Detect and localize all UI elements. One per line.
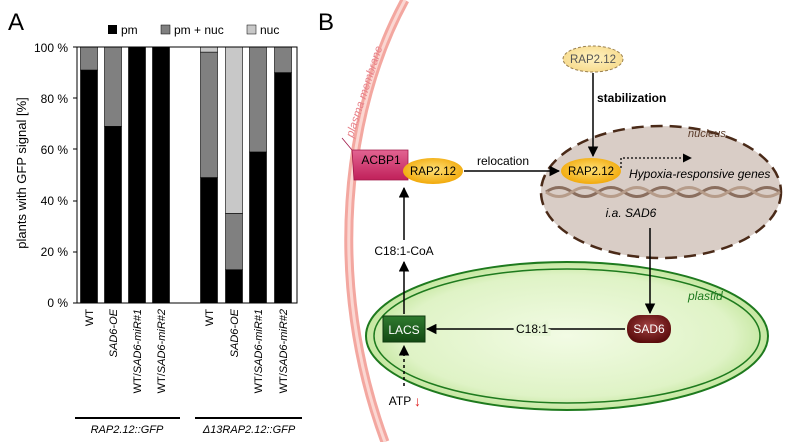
bar-segment-pm <box>104 126 122 304</box>
bar-segment-pm-nuc <box>274 46 292 73</box>
lacs-label: LACS <box>388 323 419 337</box>
dna-helix <box>545 186 781 198</box>
x-tick-labels: WT SAD6-OE WT/SAD6-miR#1 WT/SAD6-miR#2 WT SAD… <box>84 308 290 393</box>
bar-segment-nuc <box>200 46 218 53</box>
rap212-free-label: RAP2.12 <box>570 54 616 66</box>
transcription-arrow <box>620 153 692 168</box>
bar-segment-pm <box>80 69 98 304</box>
bar-segment-pm-nuc <box>225 213 243 271</box>
plot-frame <box>76 46 298 304</box>
bar-segment-pm-nuc <box>249 46 267 153</box>
bar-segment-pm <box>128 46 146 304</box>
x-tick-label: WT/SAD6-miR#2 <box>156 309 168 393</box>
x-tick-label: WT/SAD6-miR#1 <box>132 309 144 393</box>
y-tick-label: 60 % <box>41 143 69 157</box>
plastid-label: plastid <box>687 289 723 303</box>
legend-label-nuc: nuc <box>260 23 279 37</box>
x-tick-label: WT/SAD6-miR#1 <box>253 309 265 393</box>
bar-segment-nuc <box>225 46 243 214</box>
y-tick-label: 80 % <box>41 92 69 106</box>
panel-b: B plasma membrane nucleus plastid ACBP1 … <box>318 0 783 442</box>
stabilization-label: stabilization <box>597 91 666 105</box>
panel-a: A pm pm + nuc nuc plants with GFP signal… <box>8 9 302 436</box>
chart-bars <box>80 46 292 304</box>
nucleus-label: nucleus <box>688 128 726 140</box>
x-tick-label: SAD6-OE <box>229 308 241 357</box>
bar-segment-pm-nuc <box>104 46 122 127</box>
bar-segment-pm-nuc <box>200 51 218 178</box>
rap212-nuclear <box>561 158 621 184</box>
rap212-free <box>562 45 624 73</box>
x-tick-label: SAD6-OE <box>108 308 120 357</box>
bar-segment-pm <box>274 72 292 304</box>
rap212-membrane <box>403 158 463 184</box>
y-tick-label: 0 % <box>47 296 68 310</box>
sad6-label: SAD6 <box>633 322 665 336</box>
y-axis-label: plants with GFP signal [%] <box>14 97 29 249</box>
bar-segment-pm <box>249 151 267 304</box>
chart-legend: pm pm + nuc nuc <box>108 23 279 37</box>
hypoxia-genes-label: Hypoxia-responsive genes <box>629 167 770 181</box>
panel-a-letter: A <box>8 9 24 36</box>
atp-decrease-icon: ↓ <box>414 393 421 409</box>
x-tick-label: WT <box>204 309 216 326</box>
group-label-delta: Δ13RAP2.12::GFP <box>202 424 296 436</box>
bar-segment-pm <box>225 269 243 304</box>
y-tick-label: 40 % <box>41 194 69 208</box>
atp-label: ATP <box>389 394 411 408</box>
legend-swatch-pm-nuc <box>160 24 171 35</box>
nucleus <box>539 124 783 260</box>
x-tick-label: WT/SAD6-miR#2 <box>278 309 290 393</box>
c181-label: C18:1 <box>516 322 548 336</box>
y-tick-label: 20 % <box>41 245 69 259</box>
legend-label-pm-nuc: pm + nuc <box>174 23 224 37</box>
ia-sad6-label: i.a. SAD6 <box>606 206 657 220</box>
x-tick-label: WT <box>84 309 96 326</box>
y-ticks <box>73 46 77 304</box>
relocation-label: relocation <box>477 154 529 168</box>
bar-segment-pm <box>152 46 170 304</box>
plasma-membrane-inner <box>347 0 407 442</box>
acbp1-label: ACBP1 <box>361 153 401 167</box>
bar-segment-pm-nuc <box>80 46 98 71</box>
rap212-nuclear-label: RAP2.12 <box>568 166 614 178</box>
c181coa-label: C18:1-CoA <box>374 244 433 258</box>
rap212-membrane-label: RAP2.12 <box>410 166 456 178</box>
y-tick-labels: 0 % 20 % 40 % 60 % 80 % 100 % <box>34 41 68 310</box>
plastid-inner <box>373 268 761 404</box>
legend-label-pm: pm <box>121 23 138 37</box>
acbp1-protein <box>341 137 409 181</box>
group-label-rap: RAP2.12::GFP <box>91 424 164 436</box>
lacs-enzyme <box>382 315 426 343</box>
panel-b-letter: B <box>318 9 334 36</box>
plastid-outer <box>365 261 769 411</box>
sad6-enzyme <box>627 315 671 343</box>
y-tick-label: 100 % <box>34 41 68 55</box>
bar-segment-pm <box>200 177 218 304</box>
legend-swatch-pm <box>108 25 117 34</box>
legend-swatch-nuc <box>246 24 257 35</box>
